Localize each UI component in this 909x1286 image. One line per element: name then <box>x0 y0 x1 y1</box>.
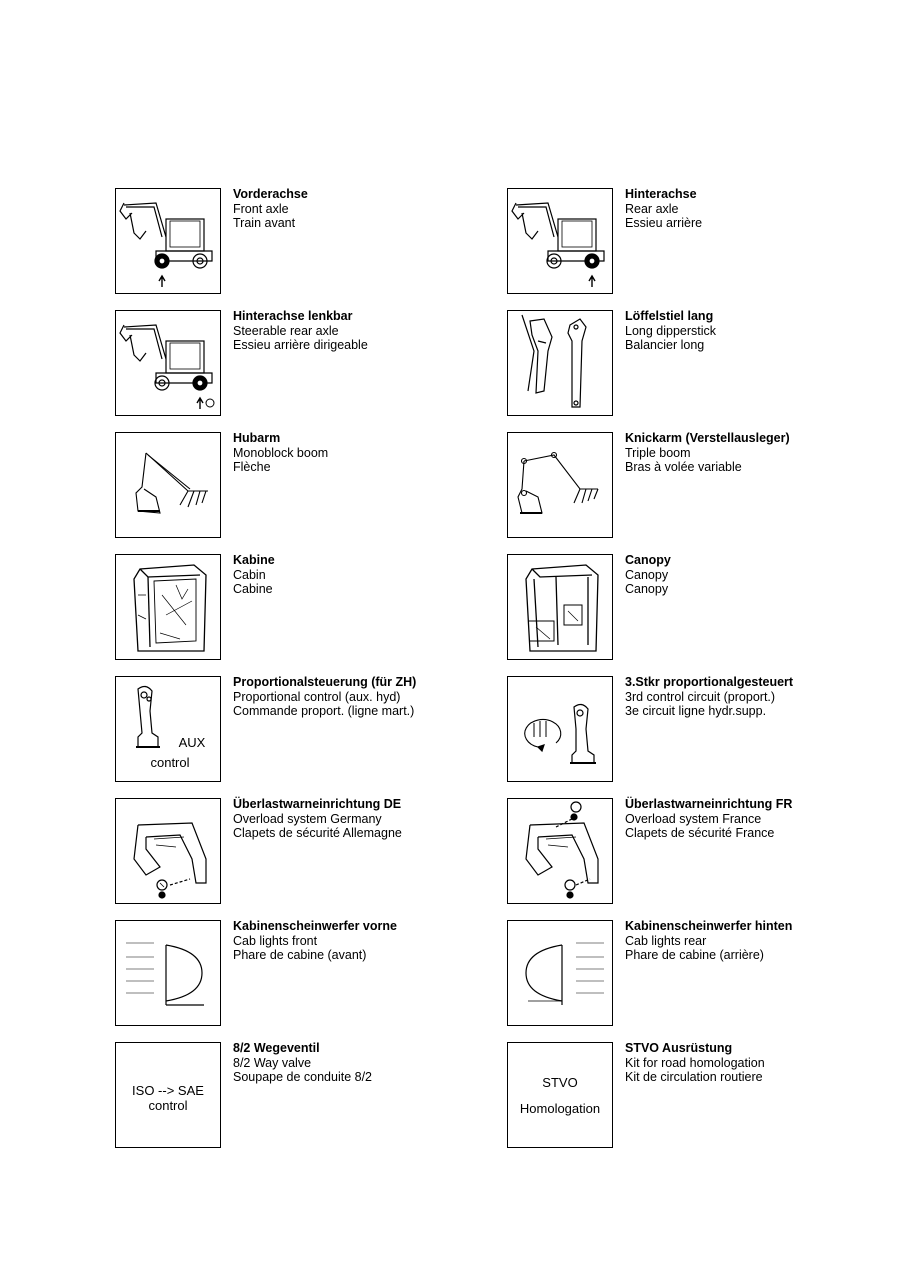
option-title-de: Hinterachse <box>625 187 697 201</box>
triple-boom-icon <box>507 432 613 538</box>
option-title-de: Kabinenscheinwerfer vorne <box>233 919 397 933</box>
option-title-fr: Essieu arrière dirigeable <box>233 338 368 352</box>
option-title-fr: Commande proport. (ligne mart.) <box>233 704 415 718</box>
option-title-fr: Phare de cabine (arrière) <box>625 948 764 962</box>
third-circuit-joystick-icon <box>507 676 613 782</box>
option-title-en: Triple boom <box>625 445 691 460</box>
option-title-en: Cabin <box>233 567 266 582</box>
option-title-de: Knickarm (Verstellausleger) <box>625 431 790 445</box>
homologation-label: Homologation <box>519 1101 601 1116</box>
option-title-en: Overload system Germany <box>233 811 382 826</box>
option-title-de: Überlastwarneinrichtung FR <box>625 797 793 811</box>
overload-system-germany-icon <box>115 798 221 904</box>
overload-system-france-icon <box>507 798 613 904</box>
option-proportional-control: AUX control Proportionalsteuerung (für Z… <box>115 675 495 784</box>
option-canopy: Canopy Canopy Canopy <box>507 553 887 662</box>
option-title-de: Vorderachse <box>233 187 308 201</box>
option-title-de: Löffelstiel lang <box>625 309 714 323</box>
option-title-en: Steerable rear axle <box>233 323 339 338</box>
control-label: control <box>150 755 190 770</box>
option-title-fr: Flèche <box>233 460 271 474</box>
option-title-en: Overload system France <box>625 811 762 826</box>
option-monoblock-boom: Hubarm Monoblock boom Flèche <box>115 431 495 540</box>
option-title-fr: Train avant <box>233 216 296 230</box>
iso-sae-label: ISO --> SAE <box>132 1083 204 1098</box>
option-title-fr: Kit de circulation routiere <box>625 1070 763 1084</box>
option-title-fr: Soupape de conduite 8/2 <box>233 1070 373 1084</box>
long-dipperstick-icon <box>507 310 613 416</box>
option-overload-france: Überlastwarneinrichtung FR Overload syst… <box>507 797 887 906</box>
option-title-fr: Bras à volée variable <box>625 460 742 474</box>
canopy-icon <box>507 554 613 660</box>
option-stvo-equipment: STVO Homologation STVO Ausrüstung Kit fo… <box>507 1041 887 1150</box>
aux-label: AUX <box>178 735 206 750</box>
control-label: control <box>148 1098 188 1113</box>
option-title-fr: Phare de cabine (avant) <box>233 948 367 962</box>
option-title-de: 3.Stkr proportionalgesteuert <box>625 675 794 689</box>
cabin-icon <box>115 554 221 660</box>
option-title-fr: 3e circuit ligne hydr.supp. <box>625 704 767 718</box>
option-title-en: 8/2 Way valve <box>233 1055 312 1070</box>
option-title-de: Kabine <box>233 553 275 567</box>
rear-cab-light-icon <box>507 920 613 1026</box>
option-title-de: Hubarm <box>233 431 281 445</box>
option-title-de: Überlastwarneinrichtung DE <box>233 797 402 811</box>
option-rear-axle: Hinterachse Rear axle Essieu arrière <box>507 187 887 296</box>
option-title-fr: Essieu arrière <box>625 216 703 230</box>
front-axle-excavator-icon <box>115 188 221 294</box>
front-cab-light-icon <box>115 920 221 1026</box>
monoblock-boom-icon <box>115 432 221 538</box>
option-way-valve: ISO --> SAE control 8/2 Wegeventil 8/2 W… <box>115 1041 495 1150</box>
option-long-dipperstick: Löffelstiel lang Long dipperstick Balanc… <box>507 309 887 418</box>
option-title-en: Proportional control (aux. hyd) <box>233 689 401 704</box>
option-title-en: Long dipperstick <box>625 323 717 338</box>
option-title-en: Kit for road homologation <box>625 1055 765 1070</box>
option-title-en: Cab lights rear <box>625 933 707 948</box>
stvo-label: STVO <box>542 1075 578 1090</box>
option-title-de: Hinterachse lenkbar <box>233 309 353 323</box>
option-title-fr: Cabine <box>233 582 273 596</box>
option-third-control-circuit: 3.Stkr proportionalgesteuert 3rd control… <box>507 675 887 784</box>
rear-axle-excavator-icon <box>507 188 613 294</box>
option-title-fr: Balancier long <box>625 338 705 352</box>
proportional-joystick-icon: AUX control <box>115 676 221 782</box>
option-title-fr: Canopy <box>625 582 669 596</box>
option-front-axle: Vorderachse Front axle Train avant <box>115 187 495 296</box>
option-title-en: Cab lights front <box>233 933 318 948</box>
option-triple-boom: Knickarm (Verstellausleger) Triple boom … <box>507 431 887 540</box>
steerable-rear-axle-icon <box>115 310 221 416</box>
option-title-fr: Clapets de sécurité France <box>625 826 775 840</box>
option-title-en: Rear axle <box>625 201 679 216</box>
option-title-de: 8/2 Wegeventil <box>233 1041 320 1055</box>
option-cab-lights-rear: Kabinenscheinwerfer hinten Cab lights re… <box>507 919 887 1028</box>
option-cabin: Kabine Cabin Cabine <box>115 553 495 662</box>
option-title-en: Canopy <box>625 567 669 582</box>
iso-sae-control-icon: ISO --> SAE control <box>115 1042 221 1148</box>
option-title-en: 3rd control circuit (proport.) <box>625 689 776 704</box>
option-title-fr: Clapets de sécurité Allemagne <box>233 826 402 840</box>
option-steerable-rear-axle: Hinterachse lenkbar Steerable rear axle … <box>115 309 495 418</box>
option-cab-lights-front: Kabinenscheinwerfer vorne Cab lights fro… <box>115 919 495 1028</box>
option-title-de: Proportionalsteuerung (für ZH) <box>233 675 417 689</box>
option-title-de: Canopy <box>625 553 671 567</box>
option-title-en: Monoblock boom <box>233 445 329 460</box>
option-overload-germany: Überlastwarneinrichtung DE Overload syst… <box>115 797 495 906</box>
option-title-de: Kabinenscheinwerfer hinten <box>625 919 793 933</box>
stvo-homologation-icon: STVO Homologation <box>507 1042 613 1148</box>
option-title-de: STVO Ausrüstung <box>625 1041 733 1055</box>
option-title-en: Front axle <box>233 201 289 216</box>
